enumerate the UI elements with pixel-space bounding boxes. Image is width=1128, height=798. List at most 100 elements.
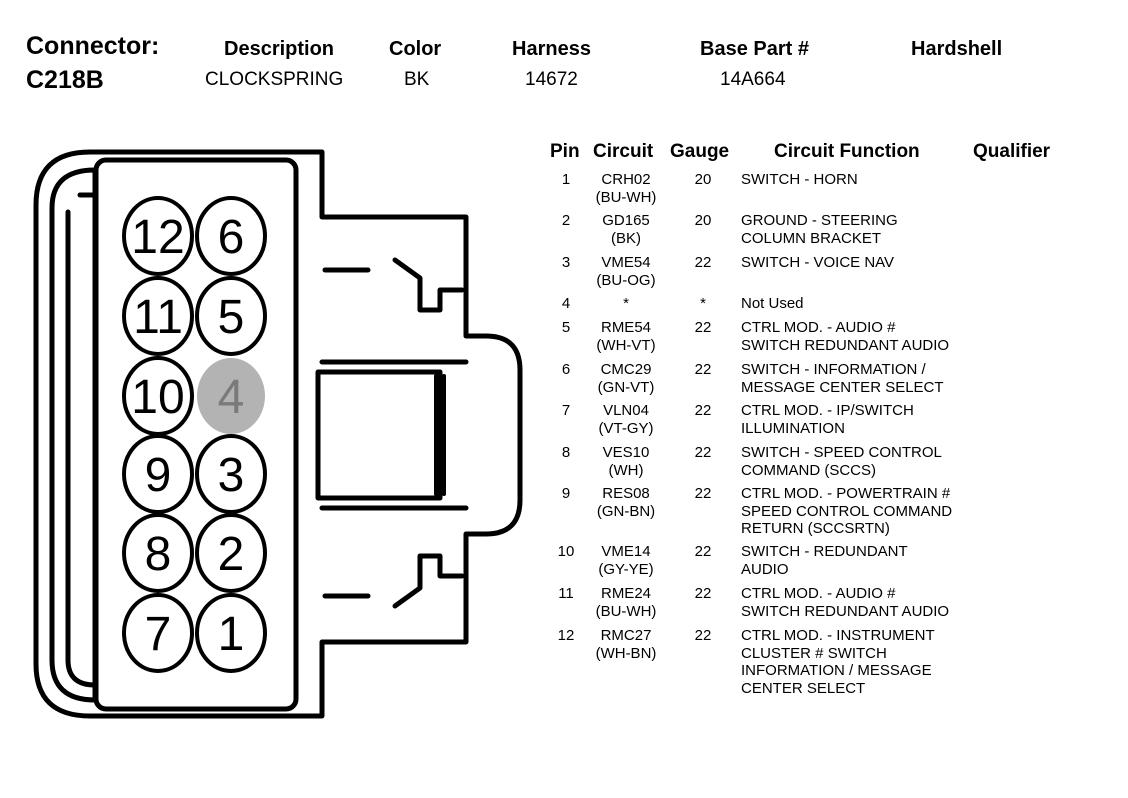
pin-cavity [122,593,194,673]
pin-label: 10 [131,371,184,424]
pin-number: 2 [561,212,571,229]
pin-label: 12 [131,211,184,264]
pin-number: 5 [561,319,571,336]
circuit-id: RME54 [600,319,652,336]
circuit-id: RMC27 [600,627,652,644]
circuit-id: GD165 [602,212,650,229]
wire-gauge: 22 [694,627,712,644]
col-pin-header: Pin [550,141,580,162]
wire-color: (VT-GY) [598,419,654,437]
wire-color: (WH-BN) [595,644,657,662]
circuit-id: VES10 [602,444,650,461]
connector-label: Connector: [26,32,160,60]
wire-gauge: 22 [694,361,712,378]
top-lock-hook [392,257,465,313]
wire-color: (GN-BN) [596,502,656,520]
color-value: BK [404,69,430,90]
wire-gauge: 20 [694,171,712,188]
pin-label: 3 [218,449,245,502]
wire-gauge: 22 [694,585,712,602]
wire-gauge: * [700,295,706,312]
connector-id: C218B [26,66,104,94]
pin-number: 8 [561,444,571,461]
col-function-header: Circuit Function [774,141,920,162]
latch-bar [434,374,446,496]
shell-inner-line [65,209,98,688]
pin-number: 7 [561,402,571,419]
wire-color: (BU-WH) [595,188,657,206]
circuit-function: CTRL MOD. - AUDIO # SWITCH REDUNDANT AUD… [741,585,950,620]
pin-label: 1 [218,608,245,661]
col-circuit-header: Circuit [593,141,654,162]
pin-cavity [122,196,194,276]
shell-inner-step [49,167,98,703]
pin-label: 9 [145,449,172,502]
circuit-id: VME54 [601,254,651,271]
circuit-function: CTRL MOD. - POWERTRAIN # SPEED CONTROL C… [741,485,953,537]
harness-value: 14672 [525,69,578,90]
pin-cavity [195,196,267,276]
hardshell-header: Hardshell [911,38,1003,60]
wire-gauge: 22 [694,402,712,419]
pin-number: 11 [558,585,574,602]
wire-color: (BU-OG) [596,271,656,289]
pin-label: 4 [218,371,245,424]
pin-label: 11 [133,291,183,344]
pin-cavity [195,513,267,593]
description-header: Description [224,38,335,60]
wire-gauge: 22 [694,254,712,271]
wire-color: (WH) [608,461,644,479]
harness-header: Harness [512,38,591,60]
circuit-id: CMC29 [600,361,652,378]
circuit-function: SWITCH - VOICE NAV [741,254,895,271]
circuit-id: VME14 [601,543,651,560]
circuit-function: SWITCH - SPEED CONTROL COMMAND (SCCS) [741,444,942,479]
base-part-value: 14A664 [720,69,786,90]
latch-slot [315,369,443,501]
pin-number: 6 [561,361,571,378]
color-header: Color [389,38,442,60]
pin-label: 6 [218,211,245,264]
circuit-id: RME24 [600,585,652,602]
wire-gauge: 22 [694,485,712,502]
connector-shell-outline [33,149,523,719]
pin-number: 1 [561,171,571,188]
wire-color: (BK) [611,229,641,247]
pin-number: 10 [557,543,575,560]
description-value: CLOCKSPRING [205,69,344,90]
circuit-function: SWITCH - REDUNDANT AUDIO [741,543,908,578]
pin-cavity [122,513,194,593]
wire-color: (GY-YE) [598,560,654,578]
pin-label: 7 [145,608,172,661]
pin-number: 4 [561,295,571,312]
pin-cavity [197,358,265,434]
circuit-function: CTRL MOD. - AUDIO # SWITCH REDUNDANT AUD… [741,319,950,354]
circuit-id: RES08 [602,485,650,502]
pin-number: 12 [557,627,575,644]
latch-rails [319,359,469,511]
pin-cavity [195,276,267,356]
col-qualifier-header: Qualifier [973,141,1051,162]
col-gauge-header: Gauge [670,141,730,162]
circuit-id: VLN04 [603,402,649,419]
pin-label: 8 [145,528,172,581]
circuit-function: CTRL MOD. - INSTRUMENT CLUSTER # SWITCH … [741,627,935,697]
pin-cavity [195,434,267,514]
wire-gauge: 20 [694,212,712,229]
pin-label: 2 [218,528,245,581]
pin-number: 9 [561,485,571,502]
pin-cavity [122,434,194,514]
circuit-id: * [623,295,629,312]
circuit-function: SWITCH - HORN [741,171,858,188]
pin-cavity [195,593,267,673]
circuit-id: CRH02 [601,171,651,188]
pin-cavity [122,276,194,356]
wire-color: (GN-VT) [597,378,655,396]
pin-housing [93,157,299,712]
wire-gauge: 22 [694,319,712,336]
wire-color: (BU-WH) [595,602,657,620]
pin-number: 3 [561,254,571,271]
base-part-header: Base Part # [700,38,809,60]
